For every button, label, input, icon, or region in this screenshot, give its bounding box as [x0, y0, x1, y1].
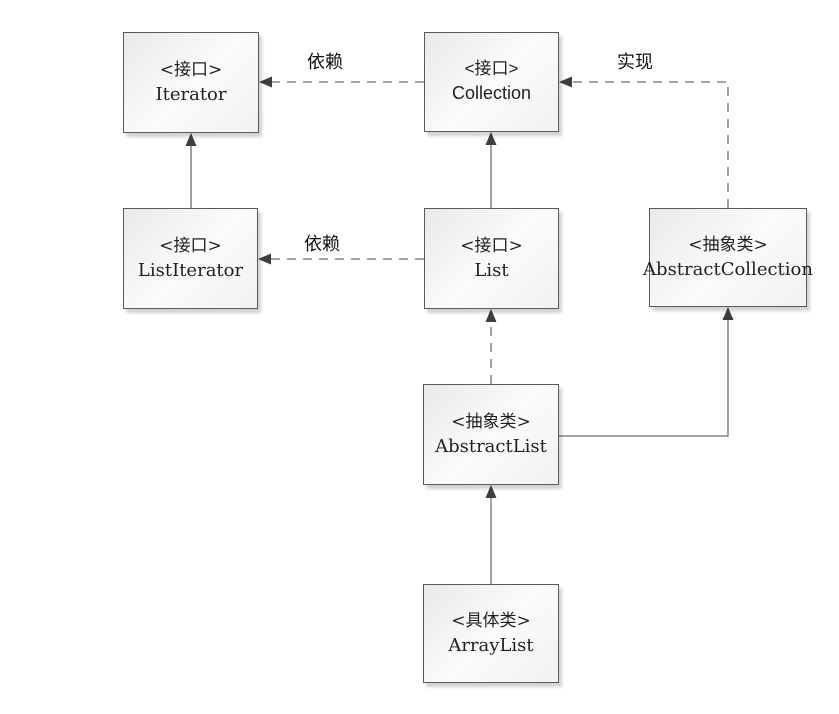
arrowhead-icon — [258, 253, 271, 265]
edge-label-dependency: 依赖 — [307, 52, 343, 73]
node-name: ListIterator — [137, 259, 244, 281]
node-name: AbstractCollection — [643, 258, 813, 280]
node-name: Iterator — [155, 83, 227, 105]
arrowhead-icon — [722, 307, 734, 320]
arrowhead-icon — [259, 76, 272, 88]
edge-label-dependency: 依赖 — [304, 234, 340, 255]
edge-label-realization: 实现 — [617, 52, 653, 73]
node-abstractcollection: <抽象类> AbstractCollection — [643, 208, 813, 307]
node-arraylist: <具体类> ArrayList — [423, 584, 559, 683]
node-list: <接口> List — [424, 208, 559, 309]
node-stereotype: <具体类> — [451, 610, 531, 631]
node-stereotype: <接口> — [159, 59, 223, 80]
arrowhead-icon — [485, 309, 497, 322]
arrowhead-icon — [559, 76, 572, 88]
node-listiterator: <接口> ListIterator — [123, 208, 258, 309]
node-name: List — [474, 259, 509, 281]
edge-abstractcollection-to-collection — [572, 81, 729, 208]
node-name: Collection — [451, 83, 532, 104]
arrowhead-icon — [185, 133, 197, 146]
node-abstractlist: <抽象类> AbstractList — [423, 384, 559, 485]
node-stereotype: <抽象类> — [451, 411, 531, 432]
node-stereotype: <抽象类> — [688, 234, 768, 255]
arrowhead-icon — [485, 485, 497, 498]
node-stereotype: <接口> — [464, 59, 519, 78]
arrowhead-icon — [485, 132, 497, 145]
node-name: AbstractList — [435, 435, 547, 457]
node-iterator: <接口> Iterator — [123, 32, 259, 133]
edge-abstractlist-to-abstractcollection — [559, 320, 729, 437]
node-collection: <接口> Collection — [424, 32, 559, 132]
node-stereotype: <接口> — [460, 235, 523, 256]
node-name: ArrayList — [448, 634, 534, 656]
node-stereotype: <接口> — [159, 235, 222, 256]
